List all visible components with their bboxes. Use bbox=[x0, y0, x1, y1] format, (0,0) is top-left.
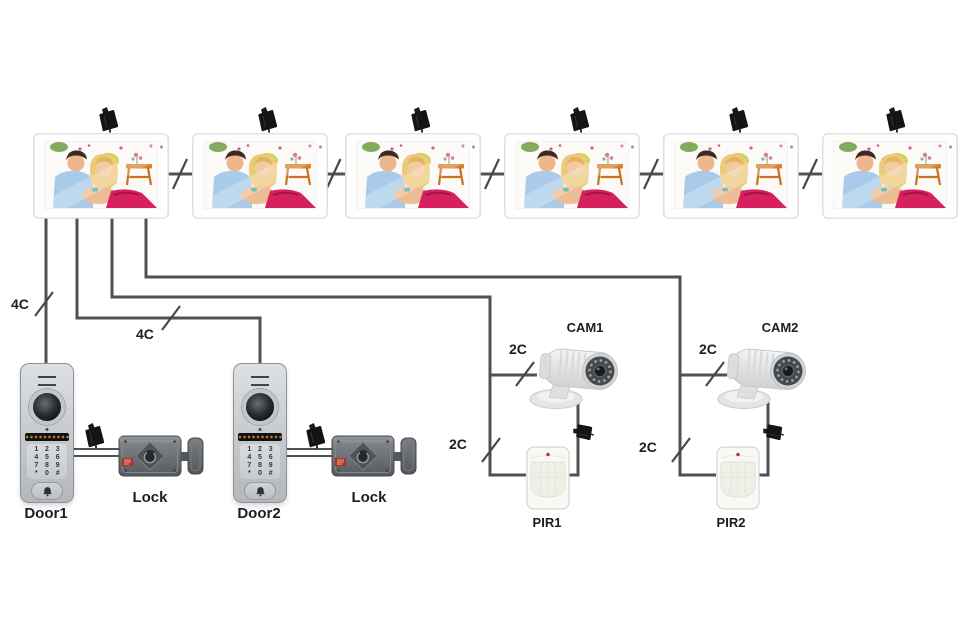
keypad-key: * bbox=[247, 469, 251, 477]
cable-label-2c-cam2: 2C bbox=[699, 341, 717, 357]
door-station-2: 1 2 3 4 5 6 7 8 9 * 0 # bbox=[233, 363, 287, 503]
cable-slash bbox=[172, 158, 188, 190]
doorbell-button bbox=[31, 482, 63, 500]
indoor-monitor-3 bbox=[345, 133, 481, 219]
bell-icon bbox=[42, 486, 52, 496]
doorbell-button bbox=[244, 482, 276, 500]
cable-slash bbox=[705, 361, 725, 387]
bell-icon bbox=[255, 486, 265, 496]
door-station-1: 1 2 3 4 5 6 7 8 9 * 0 # bbox=[20, 363, 74, 503]
keypad-key: 0 bbox=[45, 469, 49, 477]
keypad-key: 1 bbox=[247, 446, 252, 454]
keypad-key: 9 bbox=[55, 461, 60, 469]
keypad-key: 7 bbox=[247, 461, 252, 469]
cam1-label: CAM1 bbox=[566, 320, 604, 335]
indoor-monitor-6 bbox=[822, 133, 958, 219]
pir1-label: PIR1 bbox=[532, 515, 562, 530]
cable-slash bbox=[484, 158, 500, 190]
power-adapter-icon bbox=[253, 103, 277, 135]
cable-label-2c-cam1: 2C bbox=[509, 341, 527, 357]
indoor-monitor-1 bbox=[33, 133, 169, 219]
pir-sensor-1 bbox=[526, 446, 570, 512]
door-camera-lens-icon bbox=[242, 389, 278, 425]
keypad-key: # bbox=[55, 469, 60, 477]
cable-label-2c-pir1: 2C bbox=[449, 436, 467, 452]
microphone-dot-icon bbox=[258, 428, 262, 431]
pir2-label: PIR2 bbox=[716, 515, 746, 530]
keypad-key: 3 bbox=[268, 446, 273, 454]
ir-led-strip-icon bbox=[25, 433, 69, 441]
power-adapter-icon bbox=[94, 103, 118, 135]
keypad-key: 2 bbox=[45, 446, 49, 454]
door-camera-lens-icon bbox=[29, 389, 65, 425]
ir-led-strip-icon bbox=[238, 433, 282, 441]
keypad-key: 3 bbox=[55, 446, 60, 454]
cable-slash bbox=[34, 291, 54, 317]
cable-slash bbox=[161, 305, 181, 331]
door1-label: Door1 bbox=[24, 505, 68, 522]
lock1-label: Lock bbox=[132, 489, 168, 506]
pir-sensor-2 bbox=[716, 446, 760, 512]
power-adapter-icon bbox=[301, 419, 325, 451]
cable-slash bbox=[643, 158, 659, 190]
keypad-key: 2 bbox=[258, 446, 262, 454]
keypad-key: 9 bbox=[268, 461, 273, 469]
electric-lock-2 bbox=[331, 431, 419, 481]
keypad-key: * bbox=[34, 469, 38, 477]
door2-keypad: 1 2 3 4 5 6 7 8 9 * 0 # bbox=[240, 444, 280, 479]
lock2-label: Lock bbox=[351, 489, 387, 506]
door1-keypad: 1 2 3 4 5 6 7 8 9 * 0 # bbox=[27, 444, 67, 479]
indoor-monitor-2 bbox=[192, 133, 328, 219]
microphone-dot-icon bbox=[45, 428, 49, 431]
speaker-grille-icon bbox=[38, 376, 56, 386]
indoor-monitor-5 bbox=[663, 133, 799, 219]
cable-slash bbox=[481, 437, 501, 463]
power-adapter-icon bbox=[565, 103, 589, 135]
speaker-grille-icon bbox=[251, 376, 269, 386]
keypad-key: 5 bbox=[45, 454, 49, 462]
power-adapter-icon bbox=[724, 103, 748, 135]
keypad-key: # bbox=[268, 469, 273, 477]
cable-label-4c-door1: 4C bbox=[11, 296, 29, 312]
cable-slash bbox=[325, 158, 342, 190]
power-adapter-icon bbox=[406, 103, 430, 135]
cctv-camera-1 bbox=[528, 332, 628, 410]
power-adapter-icon bbox=[80, 419, 104, 451]
cctv-camera-2 bbox=[716, 332, 816, 410]
keypad-key: 8 bbox=[45, 461, 49, 469]
keypad-key: 0 bbox=[258, 469, 262, 477]
keypad-key: 1 bbox=[34, 446, 39, 454]
indoor-monitor-4 bbox=[504, 133, 640, 219]
wire-cam1-pir1-riser bbox=[110, 215, 526, 477]
keypad-key: 4 bbox=[247, 454, 252, 462]
cam2-label: CAM2 bbox=[761, 320, 799, 335]
keypad-key: 4 bbox=[34, 454, 39, 462]
keypad-key: 6 bbox=[268, 454, 273, 462]
electric-lock-1 bbox=[118, 431, 206, 481]
cable-slash bbox=[671, 437, 691, 463]
wire-cam2-pir2-riser bbox=[144, 215, 716, 477]
cable-slash bbox=[802, 158, 818, 190]
keypad-key: 5 bbox=[258, 454, 262, 462]
keypad-key: 8 bbox=[258, 461, 262, 469]
cable-label-4c-door2: 4C bbox=[136, 326, 154, 342]
door2-label: Door2 bbox=[237, 505, 281, 522]
keypad-key: 7 bbox=[34, 461, 39, 469]
wire-door2-riser bbox=[75, 215, 262, 366]
cable-label-2c-pir2: 2C bbox=[639, 439, 657, 455]
cable-slash bbox=[515, 361, 535, 387]
power-adapter-icon bbox=[881, 103, 905, 135]
keypad-key: 6 bbox=[55, 454, 60, 462]
